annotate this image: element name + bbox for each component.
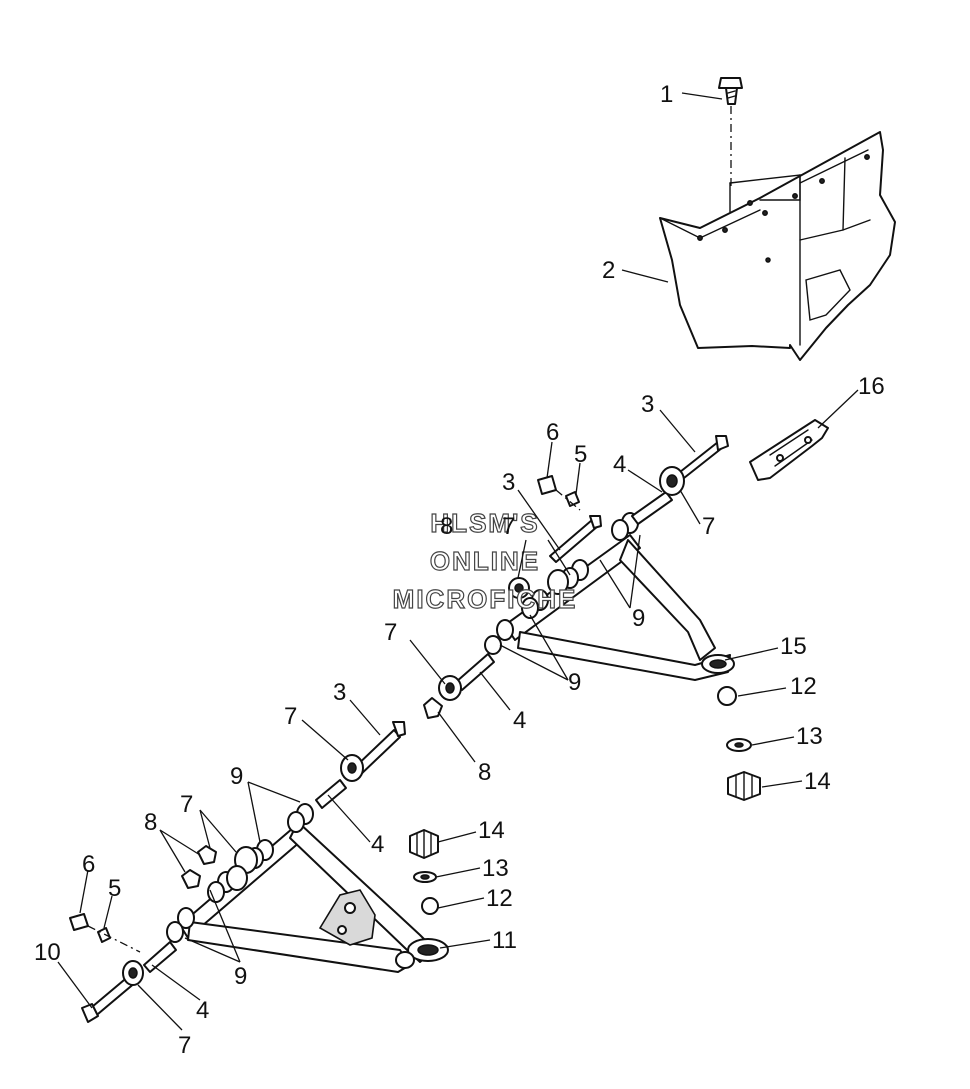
callout-9: 9 xyxy=(234,963,247,990)
part-lower-bolt-front xyxy=(69,913,177,1023)
callout-8: 8 xyxy=(144,809,157,836)
watermark-line-2: ONLINE xyxy=(430,546,540,576)
leader-lines xyxy=(57,92,859,1031)
callout-7: 7 xyxy=(178,1032,191,1059)
part-upper-bolt-rear xyxy=(631,435,729,525)
callout-4: 4 xyxy=(196,997,209,1024)
callout-labels: 1 2 16 3 6 5 4 3 7 8 7 9 15 9 7 12 4 13 … xyxy=(34,81,885,1059)
callout-9: 9 xyxy=(568,669,581,696)
callout-7: 7 xyxy=(384,619,397,646)
callout-4: 4 xyxy=(613,451,626,478)
callout-3: 3 xyxy=(641,391,654,418)
part-bracket xyxy=(749,419,829,481)
callout-4: 4 xyxy=(513,707,526,734)
watermark: HLSM'S ONLINE MICROFICHE xyxy=(392,507,578,614)
part-screw xyxy=(718,77,743,188)
callout-5: 5 xyxy=(574,441,587,468)
part-fender-panel xyxy=(659,131,896,361)
callout-12: 12 xyxy=(486,885,513,912)
callout-4: 4 xyxy=(371,831,384,858)
callout-10: 10 xyxy=(34,939,61,966)
callout-7: 7 xyxy=(502,513,515,540)
part-upper-grease-fitting xyxy=(537,475,581,511)
watermark-line-3: MICROFICHE xyxy=(393,584,578,614)
part-castle-nut-upper xyxy=(727,771,761,801)
callout-6: 6 xyxy=(82,851,95,878)
watermark-line-1: HLSM'S xyxy=(430,508,539,538)
callout-16: 16 xyxy=(858,373,885,400)
part-lower-bolt-rear xyxy=(181,721,406,891)
part-upper-a-arm xyxy=(484,512,735,681)
part-washer-upper xyxy=(726,738,752,752)
callout-8: 8 xyxy=(440,513,453,540)
callout-15: 15 xyxy=(780,633,807,660)
callout-2: 2 xyxy=(602,257,615,284)
callout-7: 7 xyxy=(702,513,715,540)
part-castle-nut-lower xyxy=(409,829,439,859)
callout-3: 3 xyxy=(333,679,346,706)
part-lower-a-arm xyxy=(166,803,449,973)
callout-14: 14 xyxy=(804,768,831,795)
callout-11: 11 xyxy=(492,927,517,954)
callout-6: 6 xyxy=(546,419,559,446)
callout-5: 5 xyxy=(108,875,121,902)
callout-12: 12 xyxy=(790,673,817,700)
part-cotter-pin-lower xyxy=(421,897,439,915)
callout-7: 7 xyxy=(180,791,193,818)
callout-14: 14 xyxy=(478,817,505,844)
part-washer-lower xyxy=(413,871,437,883)
callout-1: 1 xyxy=(660,81,673,108)
callout-3: 3 xyxy=(502,469,515,496)
callout-13: 13 xyxy=(796,723,823,750)
callout-7: 7 xyxy=(284,703,297,730)
callout-9: 9 xyxy=(230,763,243,790)
part-cotter-pin-upper xyxy=(717,686,737,706)
callout-9: 9 xyxy=(632,605,645,632)
callout-8: 8 xyxy=(478,759,491,786)
callout-13: 13 xyxy=(482,855,509,882)
part-upper-bolt-front xyxy=(423,515,602,719)
